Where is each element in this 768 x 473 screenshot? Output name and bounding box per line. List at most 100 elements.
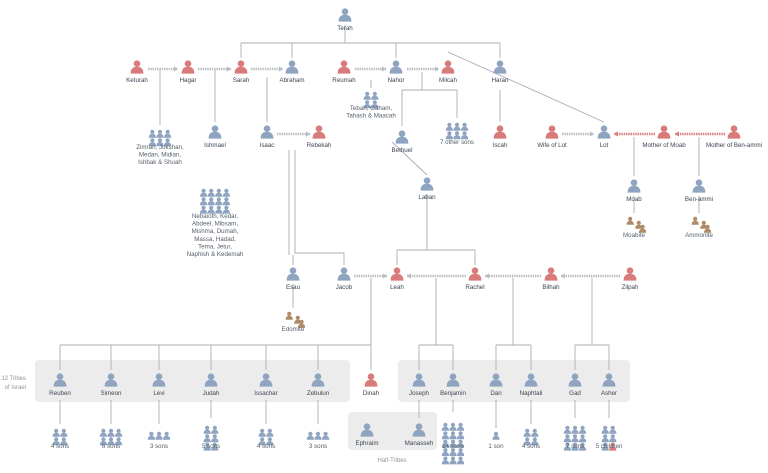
descendant-icon — [306, 431, 314, 440]
descendant-group-dan_d — [492, 431, 500, 440]
descendant-icon — [207, 197, 215, 206]
person-label-milcah: Milcah — [439, 77, 457, 84]
descendant-icon — [99, 428, 107, 437]
descendant-group-othersons — [445, 122, 469, 140]
person-label-laban: Laban — [418, 194, 436, 201]
person-label-isaac: Isaac — [260, 142, 275, 149]
person-label-hagar: Hagar — [180, 77, 197, 84]
descendant-icon — [285, 311, 293, 320]
descendant-icon — [449, 422, 457, 431]
descendant-icon — [215, 197, 223, 206]
descendant-label-nebaioth: Massa, Hadad, — [194, 236, 236, 243]
person-label-joseph: Joseph — [409, 390, 430, 397]
descendant-icon — [445, 131, 453, 140]
descendant-icon — [523, 428, 531, 437]
descendant-label-judah_d: 5 sons — [202, 443, 220, 450]
descendant-icon — [203, 425, 211, 434]
descendant-label-nebaioth: Abdeel, Mibsam, — [192, 221, 238, 228]
person-label-zebulun: Zebulun — [307, 390, 330, 397]
marriage-link-jacob-leah — [354, 273, 387, 279]
descendant-icon — [571, 434, 579, 443]
connector-line-7 — [447, 51, 605, 123]
descendant-label-tebah: Tebah, Gaham, — [350, 105, 393, 112]
person-label-motherbenammi: Mother of Ben-ammi — [706, 142, 762, 149]
person-label-rebekah: Rebekah — [307, 142, 332, 149]
person-label-jacob: Jacob — [336, 284, 353, 291]
descendant-icon — [449, 431, 457, 440]
descendant-label-nebaioth: Naphish & Kedemah — [187, 251, 244, 258]
person-label-rachel: Rachel — [465, 284, 484, 291]
descendant-icon — [322, 431, 330, 440]
person-icon-bilhah — [544, 267, 558, 281]
person-label-zilpah: Zilpah — [622, 284, 639, 291]
descendant-label-levi_d: 3 sons — [150, 443, 168, 450]
descendant-label-ammonite: Ammonite — [685, 232, 713, 239]
descendant-icon — [563, 425, 571, 434]
person-label-judah: Judah — [203, 390, 220, 397]
descendant-icon — [155, 431, 163, 440]
half-tribes-label: Half-Tribes — [377, 458, 406, 464]
person-label-benammi: Ben-ammi — [685, 196, 713, 203]
person-label-bethuel: Bethuel — [392, 147, 413, 154]
person-label-ishmael: Ishmael — [204, 142, 226, 149]
descendant-icon — [609, 434, 617, 443]
descendant-label-gad_d: 7 sons — [566, 443, 584, 450]
person-icon-wifeoflot — [545, 125, 559, 139]
descendant-icon — [579, 434, 587, 443]
descendant-icon — [453, 122, 461, 131]
person-icon-zilpah — [623, 267, 637, 281]
person-icon-lot — [597, 125, 611, 139]
person-icon-ishmael — [208, 125, 222, 139]
descendant-icon — [461, 122, 469, 131]
descendant-icon — [314, 431, 322, 440]
connector-line-14 — [288, 150, 345, 265]
descendant-icon — [156, 129, 164, 138]
marriage-links — [148, 66, 725, 279]
descendant-label-edomite: Edomite — [282, 326, 305, 333]
person-icon-benammi — [692, 179, 706, 193]
person-icon-terah — [338, 8, 352, 22]
descendant-icon — [449, 456, 457, 465]
marriage-link-nahor-milcah — [407, 66, 439, 72]
person-label-terah: Terah — [337, 25, 353, 32]
marriage-link-isaac-rebekah — [277, 131, 310, 137]
descendant-label-othersons: 7 other sons — [440, 139, 474, 146]
person-label-lot: Lot — [600, 142, 609, 149]
person-label-sarah: Sarah — [233, 77, 250, 84]
descendant-icon — [441, 422, 449, 431]
descendant-icon — [571, 425, 579, 434]
descendant-icon — [453, 131, 461, 140]
descendant-group-nebaioth — [200, 188, 230, 214]
descendant-icon — [445, 122, 453, 131]
descendant-icon — [107, 428, 115, 437]
marriage-link-wifeoflot-lot — [562, 131, 594, 137]
descendant-icon — [441, 456, 449, 465]
twelve-tribes-label-line2: of Israel — [5, 385, 26, 391]
connector-line-9 — [391, 141, 428, 176]
person-icon-milcah — [441, 60, 455, 74]
person-icon-isaac — [260, 125, 274, 139]
person-icon-rachel — [468, 267, 482, 281]
descendant-icon — [601, 425, 609, 434]
descendant-icon — [211, 434, 219, 443]
person-icon-leah — [390, 267, 404, 281]
marriage-link-hagar-sarah — [198, 66, 231, 72]
descendant-icon — [148, 129, 156, 138]
marriage-link-zilpah-bilhah — [561, 273, 620, 279]
descendant-label-zimran: Zimran, Jokshan, — [136, 144, 184, 151]
person-icon-motherbenammi — [727, 125, 741, 139]
person-icon-abraham — [285, 60, 299, 74]
person-label-iscah: Iscah — [493, 142, 508, 149]
descendant-icon — [601, 434, 609, 443]
connector-line-12 — [633, 196, 700, 213]
descendant-group-moabite — [626, 216, 647, 233]
descendant-label-nebaioth: Tema, Jetur, — [198, 243, 232, 250]
descendant-icon — [441, 431, 449, 440]
person-label-bilhah: Bilhah — [542, 284, 560, 291]
person-label-simeon: Simeon — [101, 390, 123, 397]
connector-line-17 — [418, 278, 454, 370]
descendant-icon — [609, 425, 617, 434]
descendant-label-moabite: Moabite — [623, 232, 646, 239]
descendant-icon — [164, 129, 172, 138]
